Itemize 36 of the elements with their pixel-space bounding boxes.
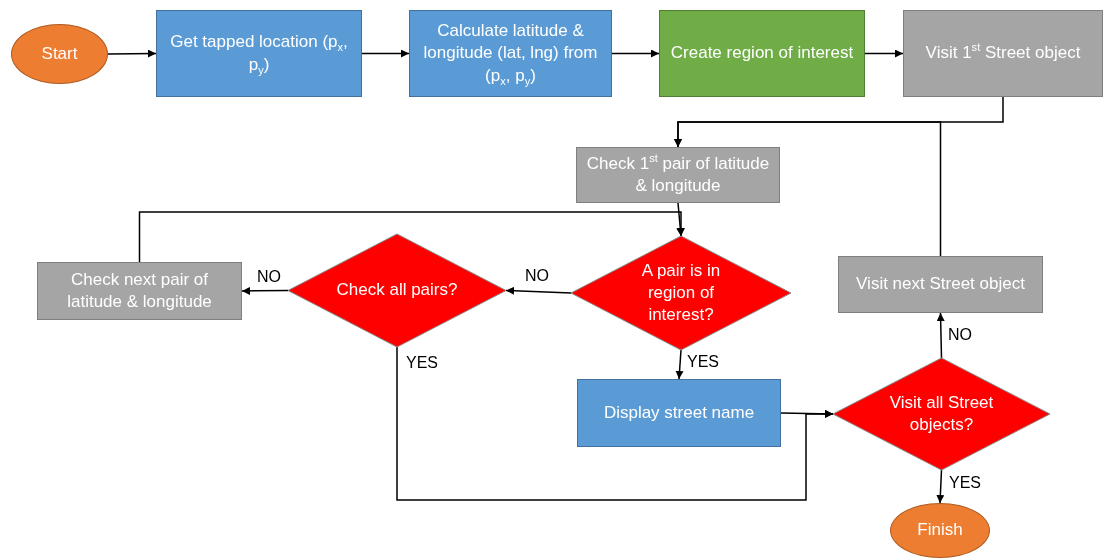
decision-diamond xyxy=(571,236,791,350)
arrow xyxy=(107,49,157,58)
node-label: Finish xyxy=(917,519,963,542)
node-label: Check next pair of latitude & longitude xyxy=(66,268,213,313)
node-label: Display street name xyxy=(603,401,755,424)
node-label: Visit all Street objects? xyxy=(888,391,995,436)
node-label: Create region of interest xyxy=(670,42,854,65)
process-box xyxy=(409,10,612,97)
node-label: A pair is in region of interest? xyxy=(640,259,722,327)
node-label: Check 1$^{st}$ pair of latitude & longitude xyxy=(585,152,771,197)
arrow xyxy=(936,469,945,504)
arrow xyxy=(138,211,685,263)
process-box xyxy=(903,10,1103,97)
node-label: Get tapped location (p$_{x}$, p$_{y}$) xyxy=(169,31,349,76)
process-box xyxy=(577,379,781,447)
process-box xyxy=(156,10,362,97)
process-box xyxy=(659,10,865,97)
decision-diamond xyxy=(288,234,506,347)
decision-diamond xyxy=(833,358,1050,470)
node-label: Start xyxy=(41,42,78,65)
arrow xyxy=(241,286,289,295)
arrow xyxy=(936,312,945,359)
arrow xyxy=(674,121,942,257)
arrow xyxy=(864,49,904,58)
arrow xyxy=(396,346,834,501)
process-box xyxy=(37,262,242,320)
process-box xyxy=(576,147,780,203)
arrow xyxy=(611,49,660,58)
node-label: Visit 1$^{st}$ Street object xyxy=(925,42,1081,65)
arrow xyxy=(505,286,572,295)
node-label: Visit next Street object xyxy=(856,273,1025,296)
node-label: Calculate latitude & longitude (lat, lng) from (p$_{x}$, p$_{y}$) xyxy=(422,20,599,87)
process-box xyxy=(838,256,1043,313)
arrow xyxy=(361,49,410,58)
node-label: Check all pairs? xyxy=(336,279,458,302)
arrow xyxy=(675,349,684,380)
